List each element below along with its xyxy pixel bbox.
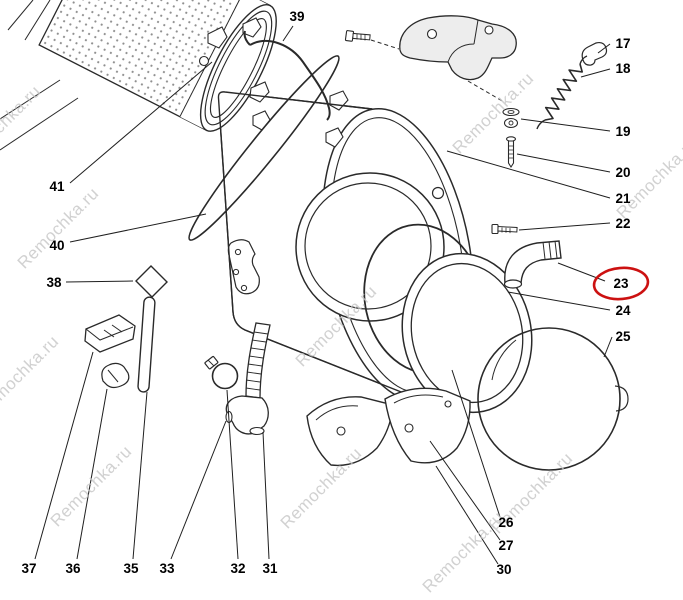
part-number-20[interactable]: 20 (615, 165, 630, 180)
part-number-30[interactable]: 30 (496, 562, 511, 577)
part-number-40[interactable]: 40 (49, 238, 64, 253)
part-number-24[interactable]: 24 (615, 303, 631, 318)
part-number-22[interactable]: 22 (615, 216, 630, 231)
watermark-text: Remochka.ru (449, 69, 538, 158)
part-number-26[interactable]: 26 (498, 515, 514, 530)
rubber-clip (101, 362, 130, 389)
clamp-bracket (84, 314, 136, 353)
suspension-wire (243, 30, 331, 121)
spring-hooks (536, 55, 588, 130)
spring-clip (581, 41, 608, 66)
watermark-text: Remochka.ru (14, 184, 103, 273)
watermark-text: Remochka.ru (0, 82, 45, 171)
bolt-small (491, 223, 518, 235)
leader-line-25 (603, 336, 613, 358)
part-number-37[interactable]: 37 (21, 561, 36, 576)
leader-line-41 (69, 61, 213, 184)
annotation-layer (592, 266, 650, 301)
leader-line-31 (262, 431, 270, 560)
leader-line-18 (580, 68, 611, 78)
door-glass (477, 327, 629, 471)
part-number-33[interactable]: 33 (159, 561, 175, 576)
clamp-ring (188, 55, 340, 241)
damper-pad (135, 265, 168, 298)
watermark-text: Remochka.ru (419, 508, 508, 597)
part-number-31[interactable]: 31 (262, 561, 278, 576)
leader-line-40 (69, 213, 207, 243)
leader-line-17 (597, 43, 611, 54)
part-number-32[interactable]: 32 (230, 561, 245, 576)
leader-line-19 (520, 118, 611, 132)
leader-line-38 (65, 280, 134, 283)
highlight-circle (592, 266, 650, 301)
part-number-labels: 39 17 18 19 20 21 22 23 24 25 41 40 38 37 36 35 33 32 31 26… (21, 9, 631, 577)
leader-line-27 (429, 440, 501, 541)
washers (502, 107, 520, 129)
watermark-text: Remochka.ru (277, 444, 366, 533)
assembly-dashed-line (370, 39, 400, 50)
hose-elbow (225, 395, 269, 436)
part-number-17[interactable]: 17 (615, 36, 630, 51)
bolt-top (344, 30, 371, 42)
part-number-27[interactable]: 27 (498, 538, 513, 553)
weight-segment-left (306, 396, 394, 467)
part-number-38[interactable]: 38 (46, 275, 62, 290)
leader-line-39 (282, 25, 294, 42)
leader-line-20 (516, 153, 611, 173)
bolt-vertical (505, 136, 517, 169)
part-number-21[interactable]: 21 (615, 191, 631, 206)
leader-line-24 (507, 291, 611, 311)
part-number-23[interactable]: 23 (613, 276, 629, 291)
leader-line-32 (226, 389, 239, 560)
part-number-18[interactable]: 18 (615, 61, 631, 76)
leader-lines (34, 25, 613, 565)
tension-spring (544, 63, 584, 121)
part-number-19[interactable]: 19 (615, 124, 630, 139)
hose-clamp (204, 355, 239, 390)
drum-paddle (242, 17, 262, 38)
part-number-41[interactable]: 41 (49, 179, 65, 194)
counterweight-bracket (399, 15, 517, 81)
drain-hose (245, 322, 271, 399)
drum-paddle (207, 26, 228, 49)
part-number-25[interactable]: 25 (615, 329, 631, 344)
tub-hole (431, 186, 445, 200)
leader-line-21 (446, 150, 611, 199)
weight-segment-right (384, 387, 471, 464)
leader-line-37 (34, 351, 94, 560)
tub-clip-detail (325, 127, 344, 148)
drum-hole (198, 55, 210, 67)
leader-line-35 (132, 391, 148, 560)
part-number-36[interactable]: 36 (65, 561, 81, 576)
part-number-35[interactable]: 35 (123, 561, 139, 576)
leader-line-26 (451, 369, 501, 518)
inner-drum (0, 0, 277, 151)
tub-opening (295, 172, 445, 322)
watermark-text: Remochka.ru (0, 332, 63, 421)
leader-line-33 (170, 420, 227, 560)
leader-line-36 (76, 388, 108, 560)
tub-outline (217, 91, 425, 402)
leader-line-30 (435, 465, 499, 565)
watermark-text: Remochka.ru (47, 442, 136, 531)
vent-hose (503, 240, 562, 289)
wire-loop (137, 296, 156, 393)
part-number-39[interactable]: 39 (289, 9, 304, 24)
leader-line-22 (518, 222, 611, 231)
